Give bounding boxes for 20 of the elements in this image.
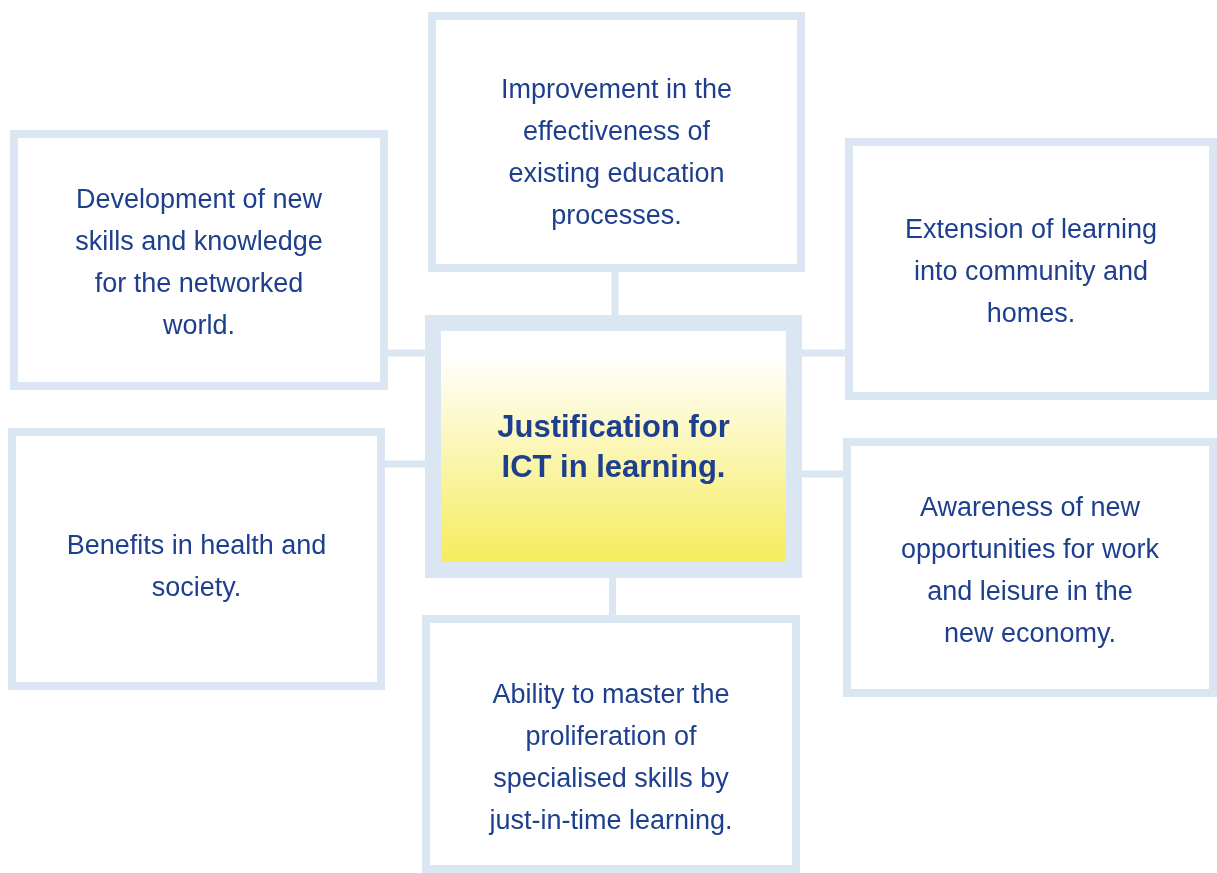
- connector-line: [385, 460, 425, 468]
- connector-line: [388, 349, 425, 357]
- text-box: [843, 438, 1217, 697]
- connector-line: [611, 272, 619, 315]
- central-title: Justification for ICT in learning.: [496, 407, 731, 486]
- box-text: Ability to master the proliferation of specialised skills by just-in-time learning.: [487, 678, 734, 837]
- box-text: Improvement in the effectiveness of existing education processes.: [499, 73, 734, 232]
- box-text: Development of new skills and knowledge for the networked world.: [74, 183, 324, 342]
- text-box: [8, 428, 385, 690]
- text-box: [845, 138, 1217, 400]
- central-box: [425, 315, 802, 578]
- box-text: Benefits in health and society.: [65, 529, 328, 604]
- connector-line: [802, 349, 845, 357]
- text-box: [428, 12, 805, 272]
- connector-line: [802, 470, 843, 478]
- text-box: [10, 130, 388, 390]
- text-box: [422, 615, 800, 873]
- connector-line: [609, 578, 616, 615]
- box-text: Awareness of new opportunities for work and leisure in the new economy.: [899, 491, 1161, 650]
- box-text: Extension of learning into community and homes.: [903, 213, 1159, 330]
